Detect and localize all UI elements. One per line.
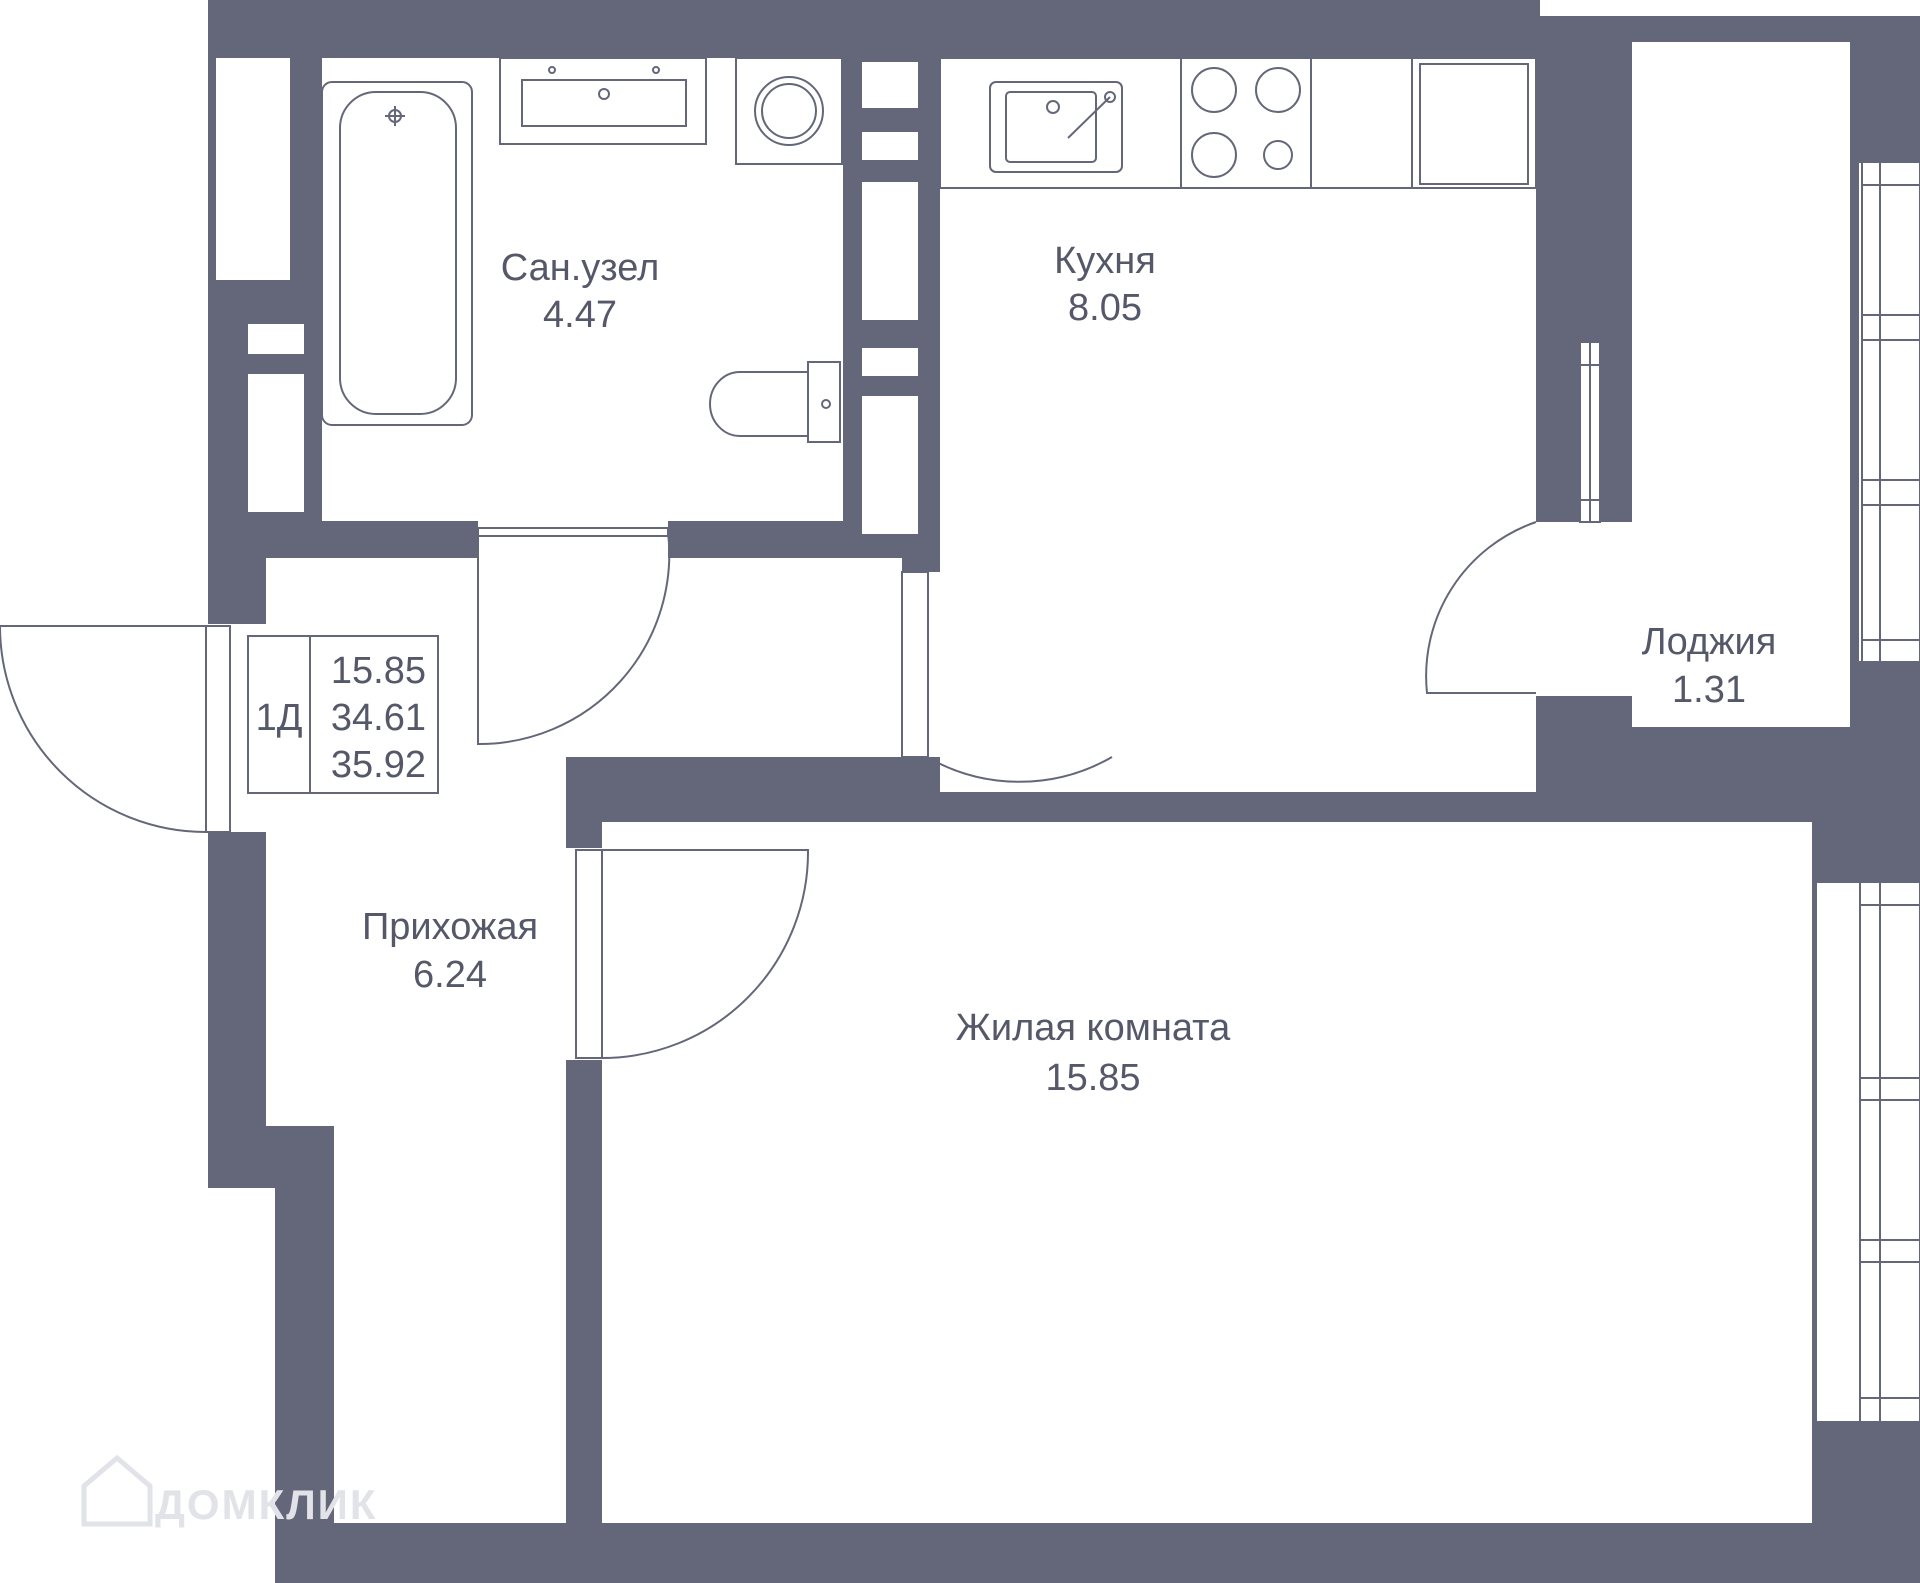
loggia-window [1857,161,1920,663]
house-icon [81,1454,153,1527]
hallway-area-value: 6.24 [413,954,487,996]
living-room-label: Жилая комната [956,1007,1231,1049]
kitchen-label: Кухня [1054,240,1156,282]
room-labels: Сан.узел 4.47 Кухня 8.05 Лоджия 1.31 При… [362,240,1776,1099]
windows [1579,161,1920,1423]
summary-total-with-loggia: 35.92 [331,744,426,786]
living-room-area [602,822,1812,1523]
apartment-summary: 1Д 15.85 34.61 35.92 [247,635,439,794]
living-window [1815,881,1920,1423]
rooms [200,42,1850,1523]
bath-door-gap [478,518,668,562]
kitchen-door [926,572,1113,783]
summary-living-area: 15.85 [331,650,426,692]
loggia-label: Лоджия [1642,621,1777,663]
hallway-area [266,558,902,1523]
doors [0,521,1537,1059]
watermark: ДОМКЛИК [81,1454,378,1528]
apartment-type: 1Д [256,697,303,739]
bathroom-area-value: 4.47 [543,294,617,336]
loggia-area [1632,42,1850,727]
entrance-door [0,625,207,833]
washing-machine [735,57,843,165]
bathroom-door [477,531,671,746]
hallway-label: Прихожая [362,906,538,948]
toilet-tank [807,361,841,443]
cooktop [1180,57,1312,189]
watermark-text: ДОМКЛИК [155,1481,378,1528]
kitchen-loggia-gap [1536,522,1636,696]
bathroom-label: Сан.узел [501,247,660,289]
storage-niches [216,58,918,534]
kitchen-area-value: 8.05 [1068,287,1142,329]
living-room-door [601,849,810,1059]
loggia-area-value: 1.31 [1672,669,1746,711]
living-room-area-value: 15.85 [1045,1057,1140,1099]
bathroom-fixtures [321,57,843,443]
toilet-bowl [709,371,809,437]
kitchen-fixtures [939,57,1537,189]
summary-total-area: 34.61 [331,697,426,739]
balcony-door [1425,521,1537,694]
